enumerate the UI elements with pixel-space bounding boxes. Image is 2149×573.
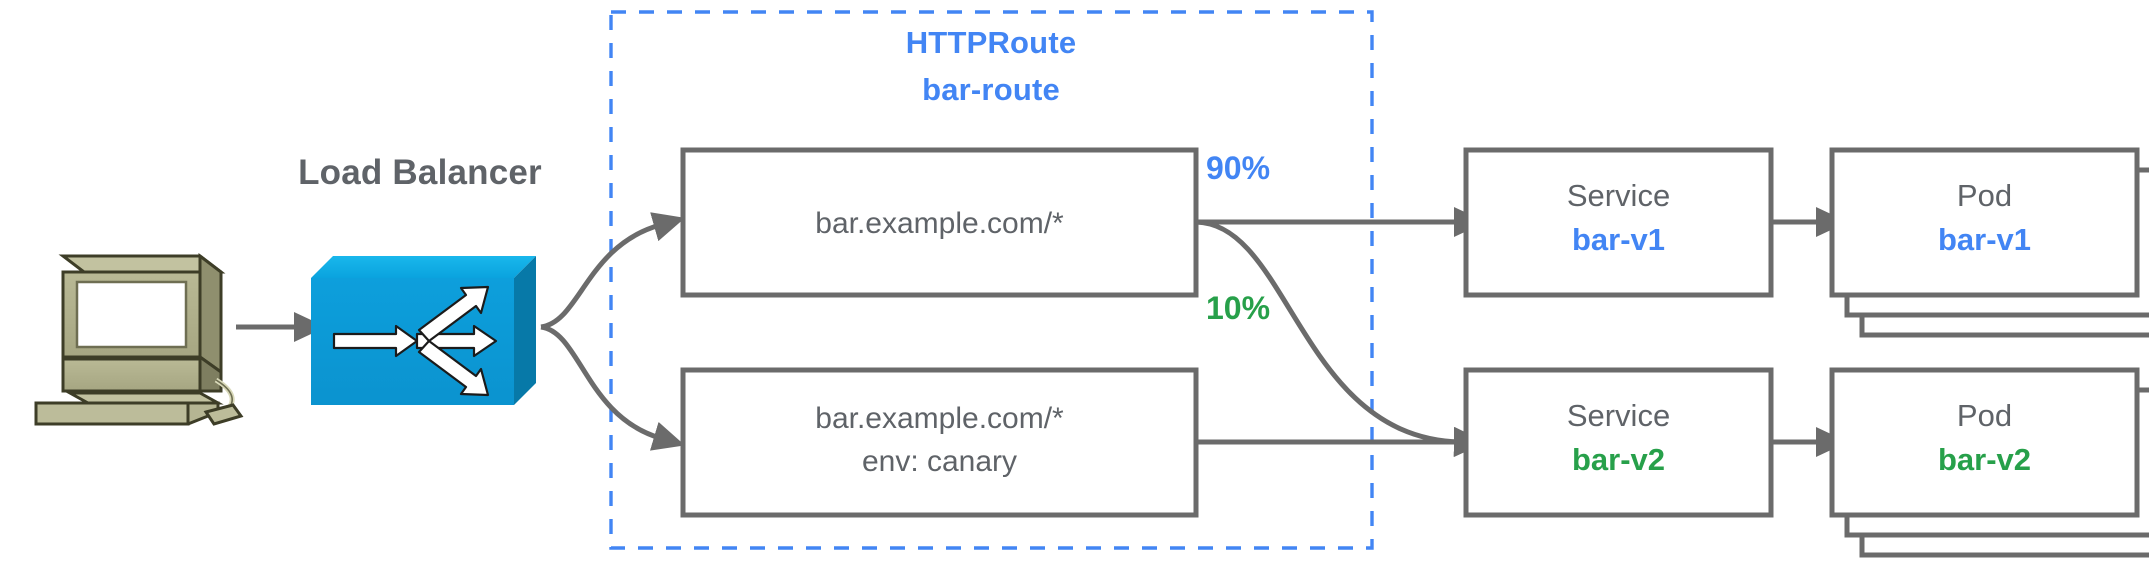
- arrow-lb-to-rule-primary: [540, 212, 686, 330]
- httproute-name-label: bar-route: [922, 72, 1060, 107]
- load-balancer-label: Load Balancer: [298, 153, 542, 192]
- service-bar-v1-box: [1463, 147, 1774, 298]
- rule-canary-box: [680, 367, 1199, 518]
- service-bar-v2-kind-label: Service: [1566, 398, 1671, 433]
- arrow-lb-to-rule-canary: [540, 324, 685, 451]
- weight-10-label: 10%: [1206, 290, 1271, 326]
- httproute-boundary: [609, 10, 1374, 550]
- service-bar-v2-name-label: bar-v2: [1571, 442, 1666, 477]
- rule-canary-header-label: env: canary: [861, 445, 1018, 478]
- pod-bar-v1-name-label: bar-v1: [1937, 222, 2032, 257]
- rule-primary-box: [680, 147, 1199, 298]
- edge-weight-10: [1195, 219, 1486, 457]
- rule-primary-match-label: bar.example.com/*: [815, 207, 1064, 240]
- pod-bar-v2-name-label: bar-v2: [1937, 442, 2032, 477]
- weight-90-label: 90%: [1206, 150, 1271, 186]
- service-bar-v1-kind-label: Service: [1566, 178, 1671, 213]
- pod-bar-v2-stack: [1829, 367, 2149, 558]
- pod-bar-v1-stack: [1829, 147, 2149, 338]
- pod-bar-v1-kind-label: Pod: [1956, 178, 2013, 213]
- rule-canary-match-label: bar.example.com/*: [815, 402, 1064, 435]
- pod-bar-v2-kind-label: Pod: [1956, 398, 2013, 433]
- httproute-kind-label: HTTPRoute: [905, 25, 1077, 60]
- service-bar-v1-name-label: bar-v1: [1571, 222, 1666, 257]
- load-balancer-switch-icon: [311, 256, 536, 405]
- desktop-computer-icon: [34, 252, 244, 426]
